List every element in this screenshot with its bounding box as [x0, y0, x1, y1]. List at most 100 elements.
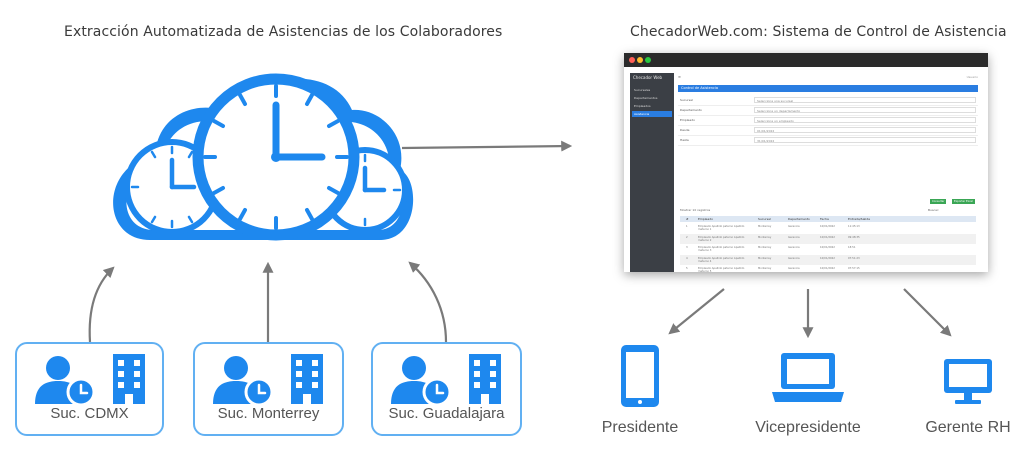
smartphone-icon	[621, 345, 659, 407]
column-header[interactable]: Departamento	[788, 217, 810, 221]
arrow-system-to-gerente	[903, 288, 952, 337]
branch-label: Suc. CDMX	[50, 405, 129, 422]
branch-monterrey: Suc. Monterrey	[193, 342, 344, 436]
table-row[interactable]: 3 Empleado Apellido paterno Apellido mate…	[680, 244, 976, 254]
filter-departamento: Departamento Selecciona un departamento	[678, 106, 978, 116]
section-title: Control de Asistencia	[678, 85, 978, 92]
maximize-dot[interactable]	[645, 57, 651, 63]
user-menu[interactable]: Usuario	[966, 75, 978, 79]
table-row[interactable]: 4 Empleado Apellido paterno Apellido mate…	[680, 254, 976, 265]
employee-clock-icon	[35, 354, 145, 407]
app-brand: Checador Web	[633, 75, 663, 80]
monitor-icon	[944, 359, 992, 404]
table-cell-dep: Gerencia	[788, 225, 800, 228]
app-sidebar: Checador Web Sucursales Departamentos Em…	[630, 73, 674, 272]
export-excel-button[interactable]: Exportar Excel	[952, 199, 975, 204]
arrow-cdmx-to-cloud	[88, 266, 115, 343]
hasta-date-input[interactable]: 31/01/2022	[754, 137, 976, 143]
table-cell-fecha: 10/01/2022	[820, 256, 835, 260]
table-cell-fecha: 10/01/2022	[820, 267, 835, 270]
table-cell-emp: Empleado Apellido paterno Apellido mater…	[698, 246, 745, 252]
building-icon	[113, 354, 145, 404]
filter-hasta: Hasta 31/01/2022	[678, 136, 978, 146]
table-cell-dep: Gerencia	[788, 256, 800, 260]
window-titlebar	[624, 53, 988, 67]
table-cell-suc: Monterrey	[758, 225, 772, 228]
laptop-icon	[772, 353, 844, 402]
arrow-cloud-to-system	[401, 140, 573, 152]
table-cell-hora: 07:51:23	[848, 256, 860, 260]
building-icon	[469, 354, 501, 404]
table-cell-suc: Monterrey	[758, 246, 772, 249]
table-cell-suc: Monterrey	[758, 235, 772, 239]
filter-label: Empleado	[680, 118, 695, 122]
table-cell-n: 1	[686, 225, 688, 228]
table-cell-hora: 07:57:15	[848, 267, 860, 270]
table-cell-n: 2	[686, 235, 688, 239]
device-label-gerente-rh: Gerente RH	[925, 419, 1011, 436]
filter-desde: Desde 01/01/2022	[678, 126, 978, 136]
app-content: ≡ Usuario Control de Asistencia Sucursal…	[678, 73, 980, 272]
menu-toggle-icon[interactable]: ≡	[678, 75, 681, 79]
sidebar-item-asistencia[interactable]: Asistencia	[632, 111, 672, 117]
table-cell-hora: 09:48:35	[848, 235, 860, 239]
sidebar-item-departamentos[interactable]: Departamentos	[634, 96, 658, 100]
table-cell-n: 3	[686, 246, 688, 249]
column-header[interactable]: Entrada/Salida	[848, 217, 870, 221]
empleado-select[interactable]: Selecciona un empleado	[754, 117, 976, 123]
diagram-title-left: Extracción Automatizada de Asistencias d…	[64, 24, 503, 40]
filter-label: Desde	[680, 128, 690, 132]
table-header: # Empleado Sucursal Departamento Fecha E…	[680, 216, 976, 222]
branch-cdmx: Suc. CDMX	[15, 342, 164, 436]
employee-clock-icon	[391, 354, 501, 407]
table-cell-dep: Gerencia	[788, 267, 800, 270]
sidebar-item-empleados[interactable]: Empleados	[634, 104, 651, 108]
diagram-title-right: ChecadorWeb.com: Sistema de Control de A…	[630, 24, 1007, 40]
filter-label: Departamento	[680, 108, 702, 112]
branch-guadalajara: Suc. Guadalajara	[371, 342, 522, 436]
departamento-select[interactable]: Selecciona un departamento	[754, 107, 976, 113]
arrow-guadalajara-to-cloud	[408, 261, 448, 343]
page-length-select[interactable]: Mostrar 10 registros	[680, 208, 711, 212]
table-cell-dep: Gerencia	[788, 246, 800, 249]
table-row[interactable]: 1 Empleado Apellido paterno Apellido mate…	[680, 223, 976, 233]
table-cell-emp: Empleado Apellido paterno Apellido mater…	[698, 256, 745, 263]
filter-empleado: Empleado Selecciona un empleado	[678, 116, 978, 126]
device-label-presidente: Presidente	[601, 419, 679, 436]
column-header[interactable]: Fecha	[820, 217, 829, 221]
column-header[interactable]: #	[686, 217, 689, 221]
clock-large-icon	[192, 73, 360, 241]
table-cell-n: 4	[686, 256, 688, 260]
table-cell-dep: Gerencia	[788, 235, 800, 239]
filter-sucursal: Sucursal Selecciona una sucursal	[678, 96, 978, 106]
employee-clock-icon	[213, 354, 323, 407]
table-cell-emp: Empleado Apellido paterno Apellido mater…	[698, 225, 745, 231]
device-label-vicepresidente: Vicepresidente	[755, 419, 861, 436]
app-screenshot: Checador Web Sucursales Departamentos Em…	[624, 53, 988, 272]
table-cell-fecha: 10/01/2022	[820, 246, 835, 249]
table-cell-hora: 18:51	[848, 246, 856, 249]
desde-date-input[interactable]: 01/01/2022	[754, 127, 976, 133]
table-cell-suc: Monterrey	[758, 256, 772, 260]
close-dot[interactable]	[629, 57, 635, 63]
arrow-system-to-presidente	[668, 288, 725, 335]
table-cell-emp: Empleado Apellido paterno Apellido mater…	[698, 267, 745, 272]
table-cell-fecha: 10/01/2022	[820, 235, 835, 239]
table-cell-emp: Empleado Apellido paterno Apellido mater…	[698, 235, 745, 242]
sidebar-item-sucursales[interactable]: Sucursales	[634, 88, 651, 92]
table-row[interactable]: 2 Empleado Apellido paterno Apellido mate…	[680, 233, 976, 244]
table-cell-fecha: 10/01/2022	[820, 225, 835, 228]
building-icon	[291, 354, 323, 404]
column-header[interactable]: Sucursal	[758, 217, 771, 221]
filter-label: Sucursal	[680, 98, 693, 102]
branch-label: Suc. Guadalajara	[388, 405, 505, 422]
filter-label: Hasta	[680, 138, 689, 142]
sucursal-select[interactable]: Selecciona una sucursal	[754, 97, 976, 103]
minimize-dot[interactable]	[637, 57, 643, 63]
table-cell-suc: Monterrey	[758, 267, 772, 270]
table-cell-hora: 11:45:13	[848, 225, 860, 228]
column-header[interactable]: Empleado	[698, 217, 713, 221]
search-button[interactable]: Consultar	[930, 199, 947, 204]
